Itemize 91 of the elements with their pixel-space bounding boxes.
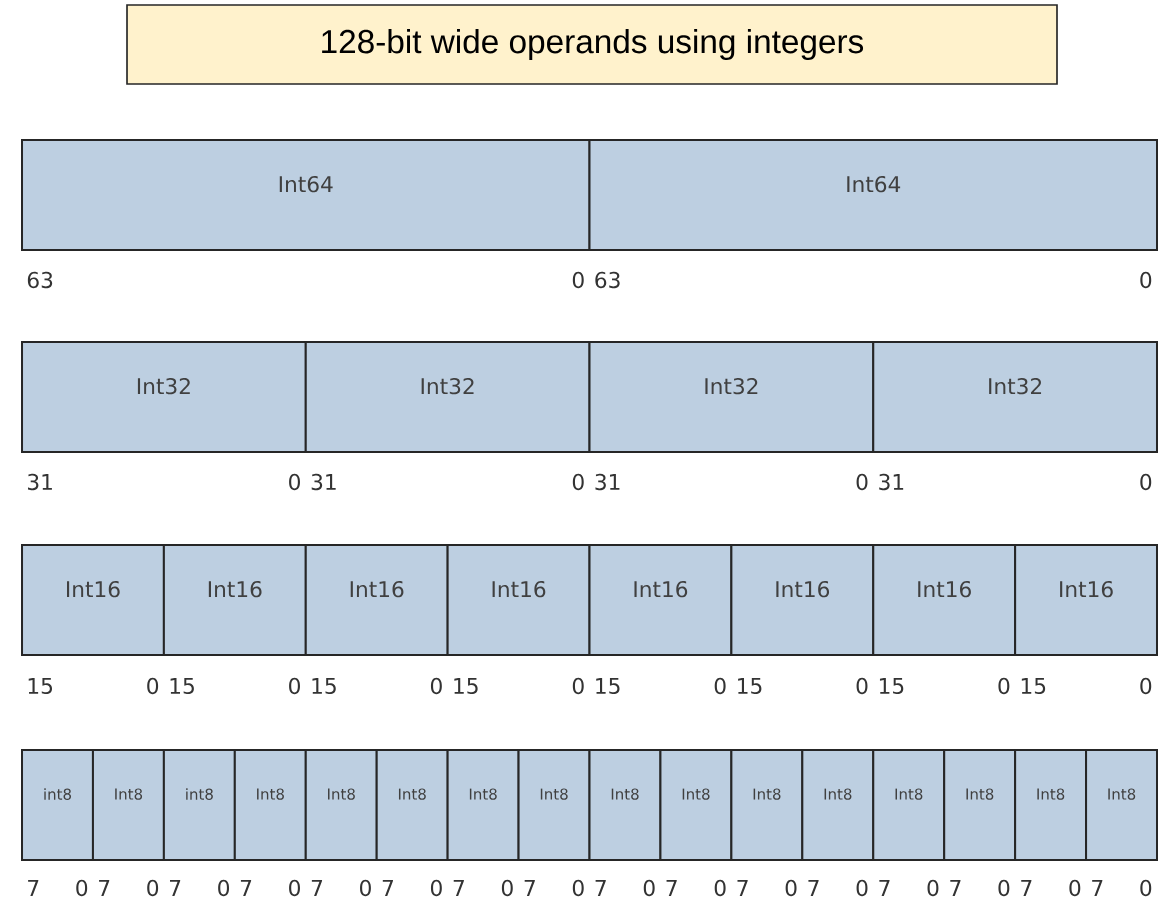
bit-index: 15	[170, 677, 194, 695]
bit-field-cell: Int8	[943, 749, 1017, 861]
bit-index: 15	[738, 677, 762, 695]
bit-field-cell: Int8	[1014, 749, 1088, 861]
bit-index: 0	[360, 879, 371, 897]
bit-field-cell: Int8	[375, 749, 449, 861]
bit-index: 0	[785, 879, 797, 897]
bit-field-cell: int8	[162, 749, 236, 861]
bit-index: 0	[147, 677, 159, 695]
bit-index: 0	[572, 879, 584, 897]
bit-field-cell: Int16	[1014, 544, 1158, 656]
bit-index: 0	[856, 677, 868, 695]
bit-index: 0	[927, 879, 939, 897]
bit-field-cell: Int8	[730, 749, 804, 861]
bit-index: 7	[950, 880, 961, 896]
bit-index: 15	[28, 677, 52, 695]
bit-index: 0	[856, 473, 868, 491]
bit-field-cell: Int16	[446, 544, 591, 656]
bit-index: 7	[737, 880, 748, 896]
bit-index: 7	[879, 880, 890, 896]
bit-field-cell: Int8	[91, 749, 165, 861]
bit-index: 0	[1140, 473, 1152, 491]
bit-index: 63	[595, 271, 620, 289]
bit-index: 7	[595, 880, 606, 896]
bit-field-cell: Int64	[21, 139, 591, 251]
bit-index: 7	[1021, 880, 1032, 896]
bit-field-cell: Int8	[588, 749, 662, 861]
bit-index: 7	[453, 880, 464, 896]
bit-field-cell: Int32	[872, 341, 1158, 453]
bit-index: 0	[572, 271, 584, 289]
bit-index: 0	[289, 473, 300, 491]
bit-index: 0	[1140, 677, 1152, 695]
bit-index: 0	[218, 879, 230, 897]
bit-index: 0	[572, 473, 584, 491]
bit-field-cell: Int32	[588, 341, 875, 453]
bit-index: 31	[28, 473, 52, 491]
bit-field-cell: Int8	[659, 749, 733, 861]
bit-field-cell: Int8	[446, 749, 520, 861]
bit-index: 7	[99, 880, 110, 896]
bit-index: 0	[289, 677, 300, 695]
bit-index: 0	[998, 879, 1010, 897]
bit-index: 0	[643, 879, 655, 897]
bit-index: 0	[714, 677, 726, 695]
bit-index: 0	[501, 879, 513, 897]
bit-index: 7	[170, 880, 181, 896]
bit-index: 15	[596, 677, 620, 695]
bit-field-cell: Int16	[872, 544, 1017, 656]
bit-field-cell: int8	[21, 749, 94, 861]
bit-index: 0	[1140, 271, 1152, 289]
bit-index: 0	[1140, 879, 1152, 897]
bit-index: 0	[289, 879, 300, 897]
bit-index: 31	[595, 473, 620, 491]
bit-index: 7	[666, 880, 677, 896]
bit-field-cell: Int16	[730, 544, 875, 656]
bit-index: 63	[27, 271, 53, 289]
bit-index: 0	[147, 879, 159, 897]
bit-index: 7	[28, 880, 39, 896]
bit-index: 15	[879, 677, 904, 695]
bit-field-cell: Int8	[304, 749, 378, 861]
bit-index: 7	[311, 880, 323, 896]
bit-index: 0	[998, 677, 1010, 695]
bit-field-cell: Int16	[162, 544, 307, 656]
bit-index: 7	[382, 880, 393, 896]
bit-index: 31	[311, 473, 336, 491]
bit-index: 0	[430, 879, 442, 897]
bit-field-cell: Int8	[233, 749, 307, 861]
bit-field-cell: Int16	[304, 544, 449, 656]
bit-field-cell: Int8	[1085, 749, 1158, 861]
bit-index: 0	[714, 879, 726, 897]
bit-index: 0	[76, 879, 88, 897]
bit-index: 0	[572, 677, 584, 695]
bit-index: 0	[1069, 879, 1081, 897]
bit-index: 7	[1092, 880, 1103, 896]
bit-field-cell: Int32	[304, 341, 591, 453]
bit-index: 0	[856, 879, 868, 897]
bit-field-cell: Int32	[21, 341, 307, 453]
bit-index: 15	[454, 677, 478, 695]
bit-index: 15	[1021, 677, 1046, 695]
bit-field-cell: Int8	[872, 749, 946, 861]
bit-field-cell: Int64	[588, 139, 1158, 251]
bit-index: 0	[430, 677, 442, 695]
bit-field-cell: Int16	[588, 544, 733, 656]
bit-index: 7	[524, 880, 535, 896]
bit-field-cell: Int8	[801, 749, 875, 861]
bit-field-cell: Int8	[517, 749, 591, 861]
bit-field-cell: Int16	[21, 544, 165, 656]
bit-index: 31	[879, 473, 904, 491]
title-box: 128-bit wide operands using integers	[126, 4, 1058, 85]
bit-index: 7	[808, 880, 819, 896]
bit-index: 7	[240, 880, 252, 896]
bit-index: 15	[312, 677, 336, 695]
